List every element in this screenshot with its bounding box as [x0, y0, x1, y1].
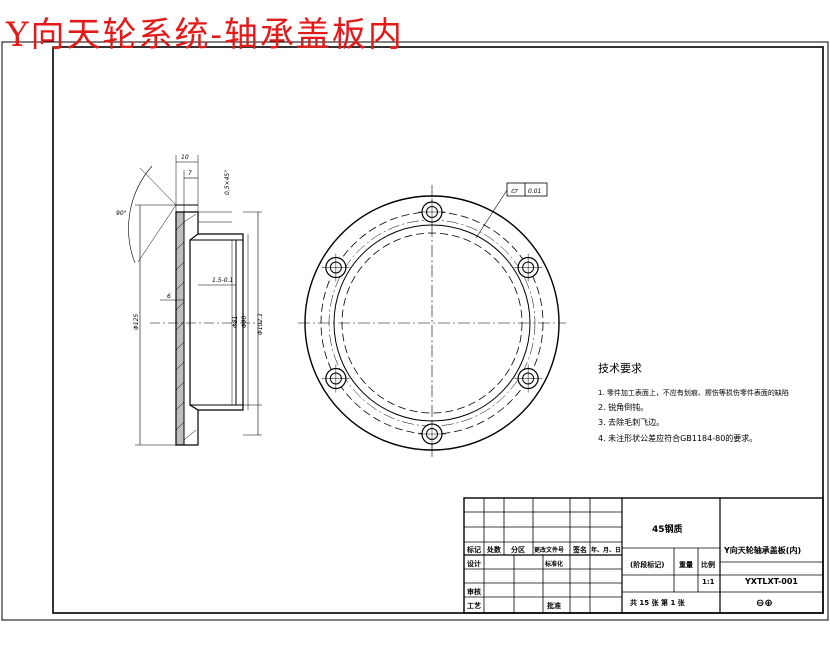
label-review: 审核: [467, 587, 481, 596]
label-process: 工艺: [467, 601, 481, 610]
flatness-symbol: ▱: [511, 186, 518, 196]
flatness-labels: ▱ 0.01: [511, 186, 541, 196]
stage-mark: (阶段标记): [630, 560, 664, 569]
header-zone: 分区: [511, 545, 525, 554]
bolt-hole: [514, 364, 543, 393]
dim-chamfer: 0.5×45°: [224, 170, 231, 195]
tech-item-4: 4. 未注形状公差应符合GB1184-80的要求。: [598, 433, 757, 443]
scale-header: 比例: [701, 560, 715, 569]
header-mark: 标记: [466, 545, 481, 554]
label-design: 设计: [467, 559, 481, 568]
tech-item-3: 3. 去除毛刺飞边。: [598, 417, 664, 427]
tech-item-2: 2. 锐角倒钝。: [598, 402, 648, 412]
flatness-value: 0.01: [528, 188, 541, 195]
tech-requirements: 技术要求 1. 零件加工表面上，不应有划痕、擦伤等损伤零件表面的缺陷 2. 锐角…: [598, 362, 789, 443]
hatch-lines: [175, 213, 197, 441]
title-block-text: 45钢质 Y向天轮轴承盖板(内) YXTLXT-001 比例 1:1 重量 (阶…: [466, 523, 801, 610]
bolt-hole: [418, 420, 446, 448]
tech-item-1: 1. 零件加工表面上，不应有划痕、擦伤等损伤零件表面的缺陷: [598, 388, 789, 397]
part-name: Y向天轮轴承盖板(内): [723, 545, 801, 555]
dim-outer-dia: Φ125: [133, 314, 140, 330]
title-block: [463, 497, 824, 614]
material: 45钢质: [652, 523, 683, 535]
weight-header: 重量: [679, 560, 693, 569]
dim-dia-90: Φ90: [241, 315, 248, 328]
flatness-frame: [506, 182, 548, 197]
label-standardization: 标准化: [544, 560, 563, 568]
scale-value: 1:1: [702, 578, 715, 586]
header-count: 处数: [486, 545, 502, 554]
header-date: 年、月、日: [591, 546, 621, 554]
plan-view: [298, 182, 566, 460]
bolt-hole: [321, 253, 350, 282]
bolt-hole: [514, 253, 543, 282]
header-sign: 签名: [572, 545, 587, 554]
bolt-hole: [321, 364, 350, 393]
label-approve: 批准: [547, 601, 561, 610]
dim-angle: 90°: [116, 210, 127, 217]
projection-symbol: ⊖⊕: [756, 598, 773, 609]
section-dims: 10 7 0.5×45° 90° 1.5-0.1 6 Φ125 Φ81 Φ90 …: [116, 154, 264, 335]
dim-top-width: 10: [181, 154, 189, 161]
dim-dia-81: Φ81: [232, 316, 239, 328]
outer-border: [1, 41, 829, 621]
dim-inner-width: 7: [188, 170, 192, 177]
drawing-no: YXTLXT-001: [744, 577, 798, 586]
dim-groove: 1.5-0.1: [212, 277, 233, 284]
header-change-doc: 更改文件号: [534, 546, 564, 554]
page-title: Y向天轮系统-轴承盖板内: [6, 15, 404, 55]
inner-frame: [52, 46, 824, 614]
dim-dia-103: Φ102.1: [257, 313, 264, 335]
bolt-holes: [321, 198, 543, 448]
tech-heading: 技术要求: [598, 362, 642, 375]
sheet-info: 共 15 张 第 1 张: [630, 598, 686, 607]
bolt-hole: [418, 198, 446, 226]
section-view: [128, 155, 262, 446]
dim-step: 6: [167, 293, 171, 300]
